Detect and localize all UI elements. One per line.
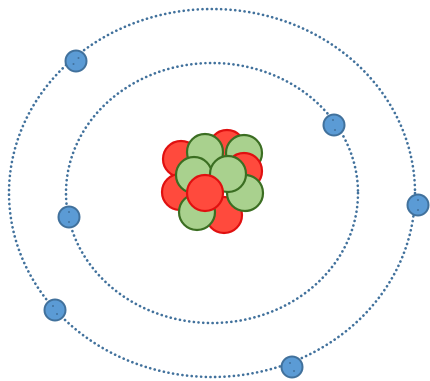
proton bbox=[187, 175, 223, 211]
electron bbox=[66, 51, 87, 72]
electron bbox=[282, 357, 303, 378]
electron bbox=[59, 207, 80, 228]
electron bbox=[324, 115, 345, 136]
electron bbox=[408, 195, 429, 216]
nucleus bbox=[162, 130, 263, 233]
electron bbox=[45, 300, 66, 321]
